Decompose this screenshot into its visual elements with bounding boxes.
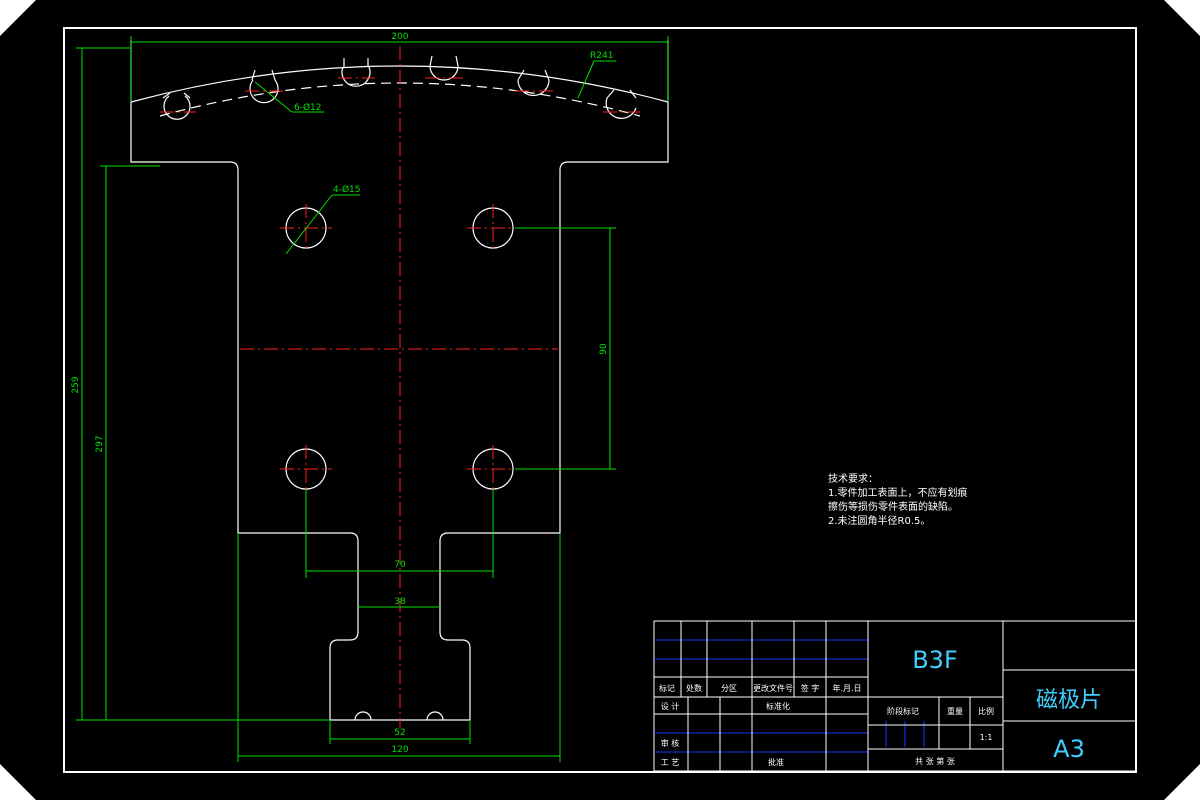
tech-note-line-3: 2.未注圆角半径R0.5。 (828, 514, 930, 527)
dim-text-38: 38 (394, 597, 406, 607)
row-label-approve: 批准 (768, 757, 784, 767)
foot-notch-right (426, 711, 444, 721)
drawing-frame (63, 27, 1137, 773)
technical-requirements: 技术要求： 1.零件加工表面上，不应有划痕 擦伤等损伤零件表面的缺陷。 2.未注… (828, 472, 968, 527)
dim-text-90: 90 (599, 343, 609, 355)
dim-text-mount-holes: 4-Ø15 (333, 184, 361, 195)
tech-notes-title: 技术要求： (828, 472, 878, 485)
dimensions: 200 R241 6-Ø12 4-Ø15 90 259 297 70 (71, 32, 669, 762)
dim-text-120: 120 (391, 745, 408, 755)
tech-note-line-1: 1.零件加工表面上，不应有划痕 (828, 486, 968, 499)
dim-text-52: 52 (394, 728, 405, 738)
rev-header-sign: 签 字 (801, 683, 820, 693)
scale-value: 1:1 (980, 733, 993, 742)
stage-mark-label: 阶段标记 (887, 706, 919, 716)
title-block-frame (653, 620, 1137, 772)
rev-header-zone: 分区 (721, 684, 737, 693)
row-label-process: 工 艺 (661, 758, 680, 767)
row-label-standardize: 标准化 (766, 701, 790, 711)
title-block (653, 620, 1137, 772)
title-block-text: 标记 处数 分区 更改文件号 签 字 年.月.日 设 计 标准化 审 核 工 艺… (659, 646, 1102, 767)
sheet-size-text: A3 (1053, 735, 1085, 763)
scale-label: 比例 (978, 706, 994, 716)
dim-text-259: 259 (71, 376, 81, 393)
slot-hole-3 (341, 58, 371, 87)
material-text: B3F (912, 646, 958, 674)
row-label-design: 设 计 (661, 701, 680, 711)
row-label-review: 审 核 (661, 738, 680, 748)
rev-header-count: 处数 (686, 683, 702, 693)
slot-hole-5 (517, 69, 550, 97)
slot-hole-1 (162, 92, 191, 120)
leader-slot (254, 81, 293, 113)
rev-header-doc: 更改文件号 (753, 683, 793, 693)
part-name-text: 磁极片 (1036, 688, 1102, 713)
slot-hole-2 (249, 69, 279, 104)
slot-hole-6 (605, 89, 637, 119)
slot-hole-4 (429, 55, 459, 81)
center-lines (160, 46, 640, 728)
sheet-count: 共 张 第 张 (915, 756, 955, 766)
tech-note-line-2: 擦伤等损伤零件表面的缺陷。 (828, 500, 958, 513)
foot-notch-left (354, 711, 372, 721)
slot-holes (162, 55, 637, 120)
dim-text-slot-holes: 6-Ø12 (294, 102, 322, 113)
dim-text-70: 70 (394, 560, 406, 570)
dim-text-200: 200 (391, 32, 408, 42)
leader-mount (285, 194, 333, 255)
dim-text-297: 297 (95, 435, 105, 452)
leader-r241 (577, 60, 595, 99)
revision-grid (654, 639, 925, 753)
dim-text-r241: R241 (590, 51, 613, 61)
weight-label: 重量 (947, 706, 963, 716)
rev-header-mark: 标记 (659, 683, 675, 693)
rev-header-date: 年.月.日 (832, 683, 861, 693)
